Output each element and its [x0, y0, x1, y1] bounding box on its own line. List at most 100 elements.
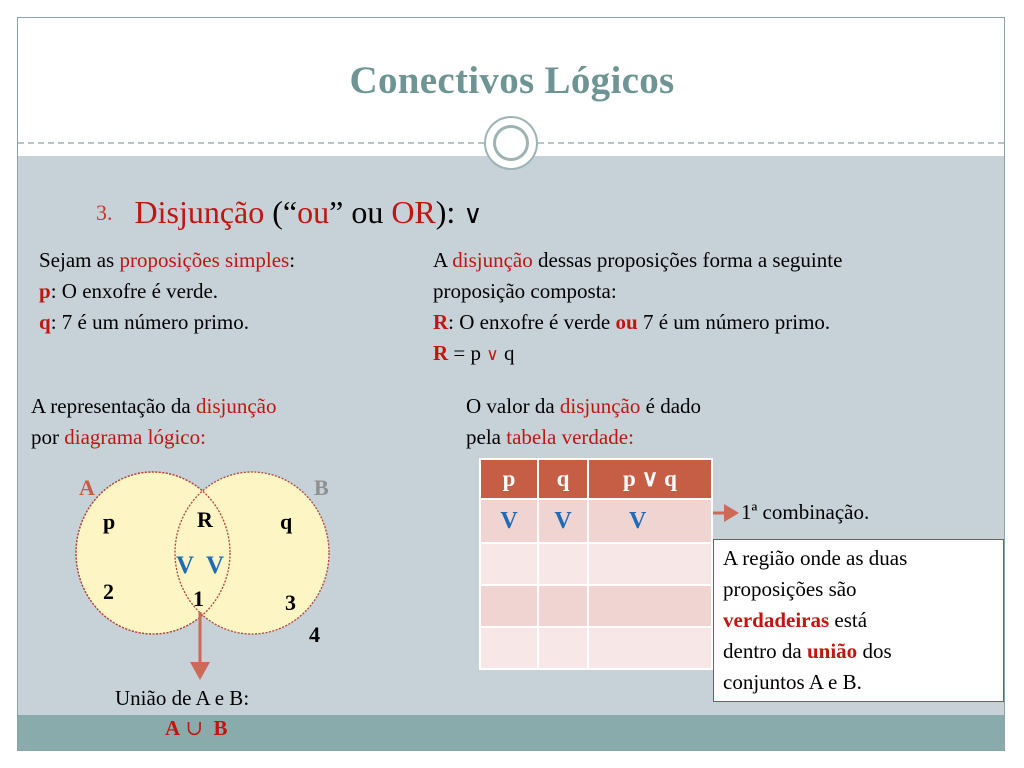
table-cell [479, 626, 539, 670]
table-cell [537, 626, 589, 670]
slide-footer-band [18, 715, 1004, 750]
r-text-a: : O enxofre é verde [448, 310, 616, 334]
heading-mid: ” ou [329, 194, 392, 230]
table-cell [587, 542, 713, 586]
venn-set-b [174, 471, 330, 635]
table-row [479, 584, 713, 628]
header-q: q [537, 458, 589, 500]
simple-propositions-intro: Sejam as proposições simples: [39, 245, 295, 275]
union-arrow-head-icon [190, 662, 210, 680]
table-cell [537, 584, 589, 628]
table-row: V V V [479, 498, 713, 544]
or-symbol-small-icon: ∨ [486, 345, 499, 365]
venn-center-label: R [197, 507, 213, 532]
p-text: : O enxofre é verde. [50, 279, 219, 303]
header-p-or-q: p ∨ q [587, 458, 713, 500]
region-note-line5: conjuntos A e B. [723, 670, 862, 694]
disjunction-intro-line2: proposição composta: [433, 279, 617, 303]
composite-formula: R = p ∨ q [433, 338, 514, 370]
proposition-q: q: 7 é um número primo. [39, 307, 249, 337]
venn-region-1: 1 [193, 586, 204, 611]
venn-label-a: A [79, 475, 95, 500]
venn-region-4: 4 [309, 622, 320, 647]
region-note-line4: dentro da união dos [723, 636, 892, 666]
intro-highlight: proposições simples [119, 248, 290, 272]
union-expression: A ∪ B [165, 713, 228, 743]
dc-line1-a: A representação da [31, 394, 196, 418]
rb-line1-a: A [433, 248, 453, 272]
union-label: União de A e B: [115, 686, 250, 710]
table-cell: V [537, 498, 589, 544]
tc-line2-a: pela [466, 425, 507, 449]
section-heading: 3. Disjunção (“ou” ou OR): ∨ [96, 190, 482, 237]
region-note-line2: proposições são [723, 577, 857, 601]
venn-value-1: V [176, 552, 195, 579]
venn-label-b: B [314, 475, 329, 500]
r-label: R [433, 310, 449, 334]
truth-table: p q p ∨ q V V V [479, 458, 713, 670]
intro-text: Sejam as [39, 248, 120, 272]
table-cell: V [587, 498, 713, 544]
tc-line1-highlight: disjunção [559, 394, 641, 418]
tc-line1-a: O valor da [466, 394, 560, 418]
table-row [479, 626, 713, 670]
venn-region-3: 3 [285, 590, 296, 615]
union-expr-b: B [213, 716, 228, 740]
venn-set-a-outline [75, 471, 231, 635]
tc-line1-b: é dado [640, 394, 702, 418]
p-label: p [39, 279, 51, 303]
dc-line2-highlight: diagrama lógico: [64, 425, 206, 449]
dc-line2-a: por [31, 425, 65, 449]
first-combination-arrow-head-icon [724, 504, 739, 522]
venn-left-label: p [103, 509, 116, 534]
table-cell: V [479, 498, 539, 544]
dc-line1-highlight: disjunção [196, 394, 277, 418]
table-cell [587, 626, 713, 670]
venn-right-label: q [280, 509, 293, 534]
table-cell [479, 584, 539, 628]
venn-region-2: 2 [103, 579, 114, 604]
heading-word: Disjunção [134, 194, 265, 230]
heading-number: 3. [96, 200, 113, 225]
table-cell [587, 584, 713, 628]
circle-ornament-inner [493, 125, 529, 161]
heading-or: OR [391, 194, 436, 230]
table-caption-line1: O valor da disjunção é dado [466, 391, 701, 421]
r2-text-b: q [498, 341, 515, 365]
intro-end: : [289, 248, 296, 272]
table-row [479, 542, 713, 586]
circle-ornament-icon [484, 116, 538, 170]
diagram-caption-line2: por diagrama lógico: [31, 422, 206, 452]
region-note-highlight1: verdadeiras [723, 608, 830, 632]
disjunction-intro-line1: A disjunção dessas proposições forma a s… [433, 245, 842, 275]
diagram-caption-line1: A representação da disjunção [31, 391, 276, 421]
region-note-highlight2: união [806, 639, 858, 663]
heading-open: (“ [264, 194, 298, 230]
union-symbol-icon: ∪ [185, 716, 204, 740]
region-note-box [713, 539, 1004, 702]
composite-proposition-r: R: O enxofre é verde ou 7 é um número pr… [433, 307, 830, 337]
rb-line1-b: dessas proposições forma a seguinte [532, 248, 843, 272]
region-note-line4-b: dos [857, 639, 892, 663]
truth-table-header: p q p ∨ q [479, 458, 713, 500]
q-text: : 7 é um número primo. [50, 310, 249, 334]
table-cell [537, 542, 589, 586]
proposition-p: p: O enxofre é verde. [39, 276, 218, 306]
union-expr-a: A [165, 716, 181, 740]
r-text-b: 7 é um número primo. [637, 310, 831, 334]
heading-close: ): [435, 194, 464, 230]
region-note-line3-b: está [829, 608, 868, 632]
heading-ou: ou [297, 194, 330, 230]
r2-text-a: = p [448, 341, 487, 365]
table-caption-line2: pela tabela verdade: [466, 422, 634, 452]
venn-value-2: V [206, 552, 225, 579]
first-combination-label: 1ª combinação. [741, 500, 870, 524]
table-cell [479, 542, 539, 586]
q-label: q [39, 310, 51, 334]
r-ou: ou [615, 310, 638, 334]
or-symbol-icon: ∨ [463, 200, 483, 230]
tc-line2-highlight: tabela verdade: [506, 425, 634, 449]
r2-label: R [433, 341, 449, 365]
region-note-line4-a: dentro da [723, 639, 807, 663]
